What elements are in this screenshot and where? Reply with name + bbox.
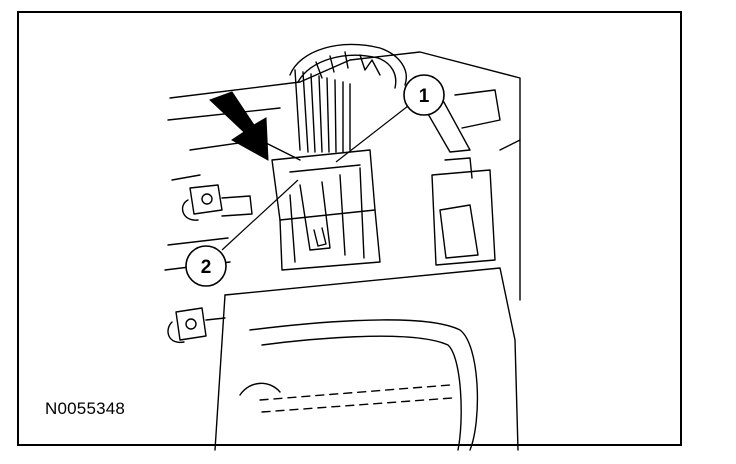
callout-1: 1 <box>403 74 445 116</box>
callout-2-leader <box>221 179 299 251</box>
pointer-arrow <box>209 91 269 161</box>
module-housing <box>214 267 519 451</box>
callout-1-leader <box>335 105 409 163</box>
callout-2-number: 2 <box>201 257 212 278</box>
bolt-lower <box>167 307 226 344</box>
wire-harness <box>289 43 407 153</box>
callout-2: 2 <box>185 245 227 287</box>
callout-1-number: 1 <box>419 86 430 107</box>
figure-id-label: N0055348 <box>45 399 126 418</box>
secondary-connector <box>419 89 501 266</box>
electrical-connector <box>271 149 381 271</box>
bolt-upper <box>181 184 253 221</box>
figure-frame <box>17 11 682 446</box>
